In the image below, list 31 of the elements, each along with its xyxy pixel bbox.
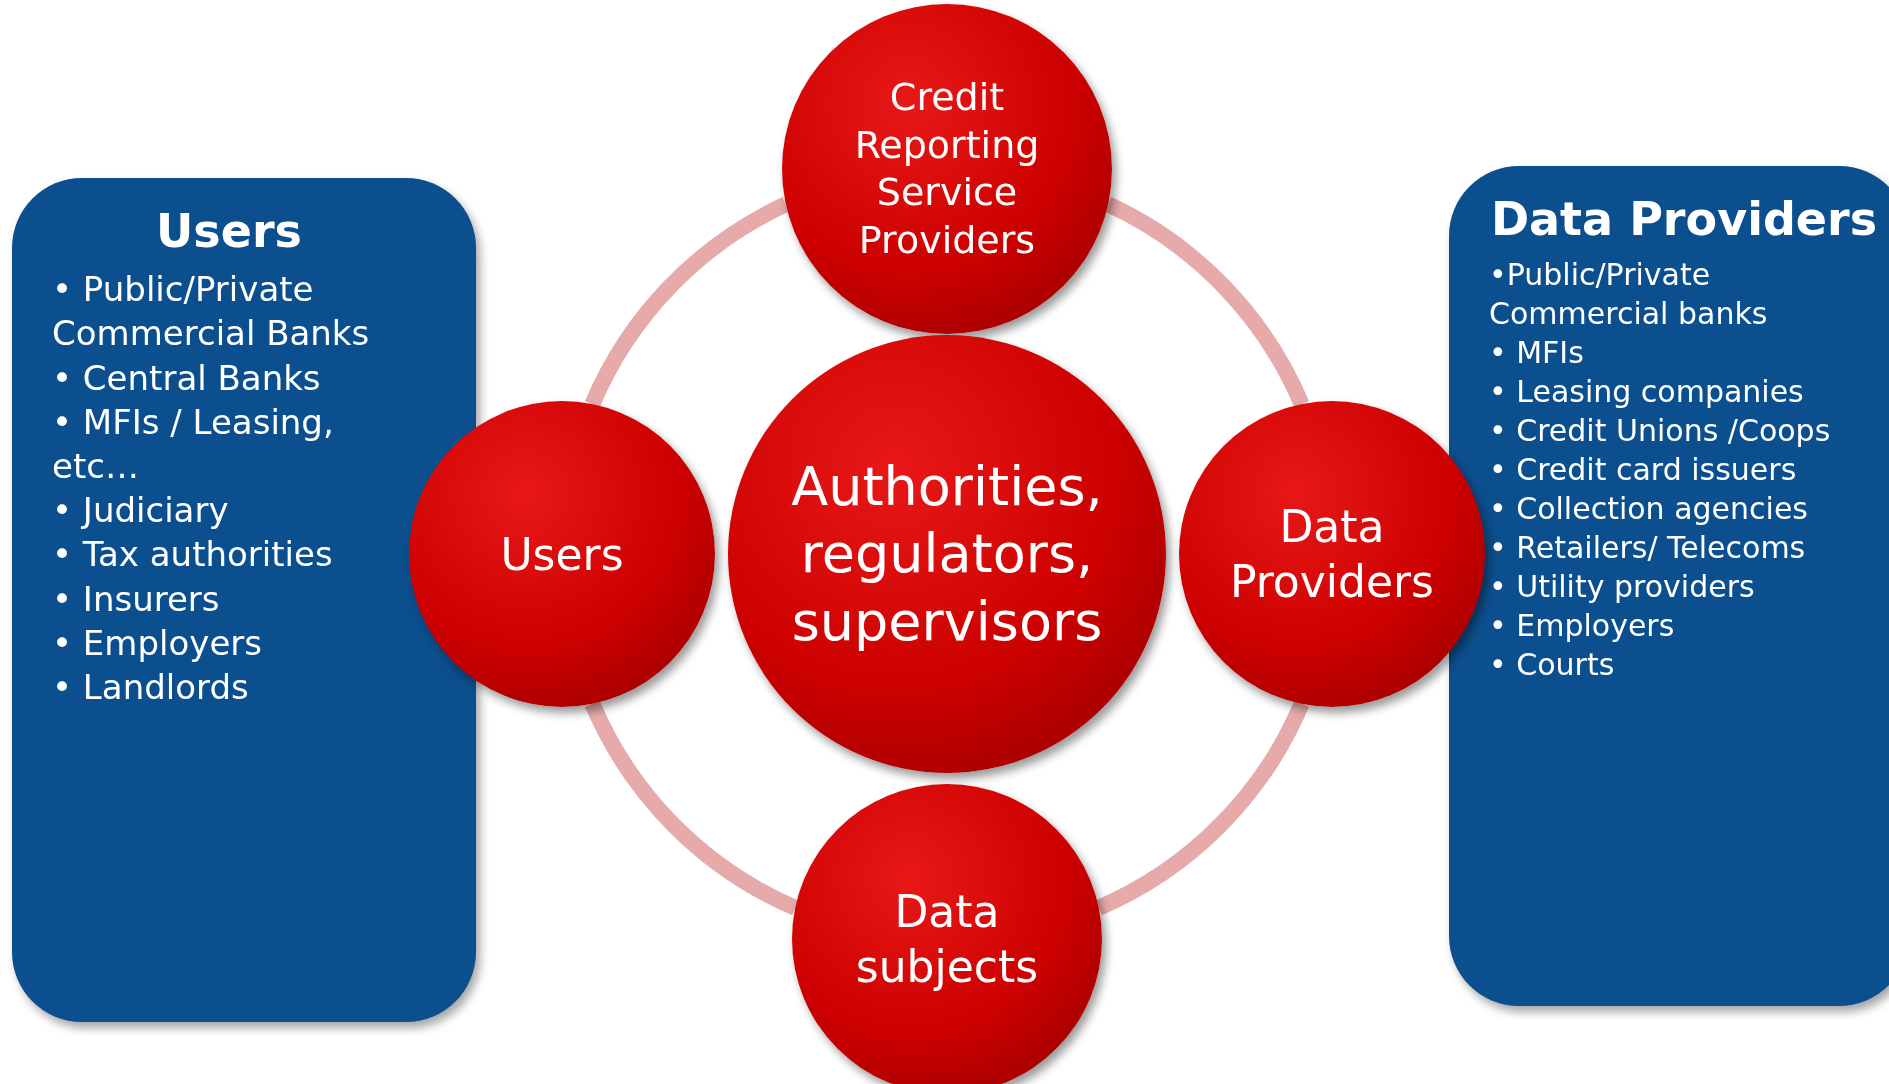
list-item: • Tax authorities	[52, 533, 334, 577]
panel-heading: Data Providers	[1489, 192, 1879, 248]
list-item: •Public/Private Commercial banks	[1489, 256, 1769, 334]
list-item: • MFIs / Leasing, etc…	[52, 400, 335, 488]
circle-label: Authorities, regulators, supervisors	[790, 453, 1104, 655]
list-item: • Public/Private Commercial Banks	[52, 268, 371, 356]
list-item: • Insurers	[52, 577, 221, 621]
circle-label: Data subjects	[854, 885, 1040, 994]
list-item: • Employers	[1489, 607, 1676, 646]
ring-arc	[585, 197, 790, 408]
list-item: • Landlords	[52, 665, 250, 709]
list-item: • Courts	[1489, 646, 1616, 685]
circle-label: Credit Reporting Service Providers	[853, 74, 1041, 264]
ring-arc	[585, 700, 799, 915]
list-item: • Employers	[52, 621, 264, 665]
list-item: • Central Banks	[52, 356, 322, 400]
list-item: • Judiciary	[52, 489, 230, 533]
list-item: • Collection agencies	[1489, 490, 1809, 529]
list-item: • Credit card issuers	[1489, 451, 1798, 490]
group-panel	[12, 178, 476, 1022]
circle-label: Data Providers	[1228, 500, 1436, 609]
group-panel	[1449, 166, 1889, 1006]
panel-heading: Users	[155, 204, 303, 260]
list-item: • Credit Unions /Coops	[1489, 412, 1832, 451]
list-item: • Retailers/ Telecoms	[1489, 529, 1807, 568]
circle-label: Users	[499, 527, 625, 582]
list-item: • Utility providers	[1489, 568, 1756, 607]
ring-arc	[1104, 197, 1309, 408]
list-item: • MFIs	[1489, 334, 1585, 373]
ring-arc	[1095, 700, 1309, 915]
list-item: • Leasing companies	[1489, 373, 1805, 412]
